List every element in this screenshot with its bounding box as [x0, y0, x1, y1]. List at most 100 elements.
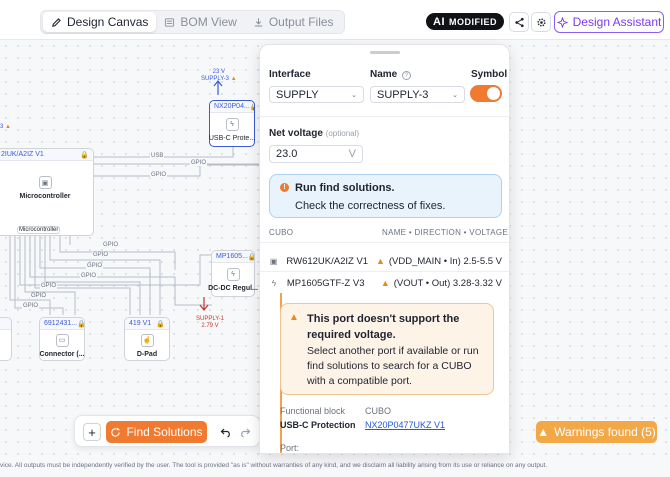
- wire-label-gpio: GPIO: [150, 172, 168, 178]
- functional-block-label: Functional block: [280, 406, 346, 416]
- bolt-icon: ϟ: [226, 268, 240, 281]
- name-label: Name ?: [370, 69, 412, 80]
- ai-badge-ai: AI: [433, 15, 445, 28]
- ai-badge-text: MODIFIED: [449, 16, 497, 27]
- supply-1-label[interactable]: SUPPLY-1 2.79 V: [196, 316, 224, 330]
- design-assistant-button[interactable]: Design Assistant: [554, 11, 664, 33]
- name-select[interactable]: SUPPLY-3 ⌄: [370, 86, 465, 103]
- share-button[interactable]: [509, 12, 529, 32]
- warning-icon: ▲: [375, 256, 385, 266]
- chip-icon: ▣: [269, 256, 278, 266]
- warning-icon: ▲: [537, 425, 550, 439]
- node-label: D-Pad: [136, 350, 158, 358]
- functional-block-value: USB-C Protection: [280, 420, 356, 430]
- interface-label: Interface: [269, 69, 311, 80]
- design-assistant-label: Design Assistant: [572, 15, 662, 29]
- edge-supply-text: 3: [0, 124, 4, 130]
- download-icon: [254, 17, 263, 26]
- warnings-label: Warnings found (5): [554, 425, 656, 439]
- tab-label: Design Canvas: [67, 15, 149, 29]
- connector-node[interactable]: 6912431... 🔒 ▭ Connector (...: [39, 317, 85, 361]
- node-part-number: 2IUK/A2IZ V1: [1, 151, 44, 158]
- tab-output-files[interactable]: Output Files: [245, 12, 342, 32]
- wire-label-gpio: GPIO: [30, 293, 48, 299]
- run-find-solutions-notice: ! Run find solutions. Check the correctn…: [269, 174, 502, 218]
- divider: [260, 116, 509, 117]
- node-header: 🔒: [0, 318, 11, 330]
- interface-value: SUPPLY: [276, 88, 319, 101]
- tab-design-canvas[interactable]: Design Canvas: [43, 12, 157, 32]
- lock-icon: 🔒: [156, 320, 165, 328]
- toggle-knob: [487, 87, 500, 100]
- supply-3-voltage: 23 V: [212, 69, 225, 75]
- undo-button[interactable]: [219, 425, 233, 439]
- node-body: ▭ Connector (...: [39, 330, 85, 361]
- list-item[interactable]: ▣ RW612UK/A2IZ V1 ▲(VDD_MAIN • In) 2.5-5…: [269, 251, 502, 271]
- net-voltage-input[interactable]: 23.0 V: [269, 145, 363, 163]
- redo-icon: [241, 428, 251, 438]
- tab-bom-view[interactable]: BOM View: [156, 12, 244, 32]
- undo-icon: [220, 428, 230, 438]
- node-label: DC-DC Regul...: [208, 285, 258, 292]
- supply-1-name: SUPPLY-1: [196, 316, 225, 322]
- wire-label-usb: USB: [150, 153, 165, 159]
- settings-button[interactable]: [531, 12, 551, 32]
- cubo-link[interactable]: NX20P0477UKZ V1: [365, 420, 446, 430]
- sparkle-icon: [556, 16, 568, 28]
- dpad-node[interactable]: 419 V1 🔒 ☝ D-Pad: [124, 317, 170, 361]
- notice-title: Run find solutions.: [295, 182, 395, 194]
- connector-icon: ▭: [55, 333, 69, 347]
- warnings-button[interactable]: ▲ Warnings found (5): [536, 421, 657, 443]
- node-label: Microcontroller: [19, 193, 71, 200]
- warning-icon: ▲: [380, 278, 390, 288]
- view-tabs: Design Canvas BOM View Output Files: [40, 10, 345, 34]
- node-body: ϟ USB-C Prote...: [209, 113, 255, 147]
- interface-select[interactable]: SUPPLY ⌄: [269, 86, 364, 103]
- notice-body: Check the correctness of fixes.: [295, 200, 446, 212]
- supply-1-voltage: 2.79 V: [201, 323, 219, 329]
- voltage-warning-box: ▲ This port doesn't support the required…: [280, 303, 494, 395]
- dcdc-regulator-node[interactable]: MP1605... 🔒 ϟ DC-DC Regul...: [208, 250, 258, 297]
- lock-icon: 🔒: [248, 253, 254, 261]
- port-detail-text: (VDD_MAIN • In) 2.5-5.5 V: [388, 255, 502, 267]
- chip-icon: ▣: [38, 176, 52, 189]
- share-icon: [514, 17, 524, 27]
- wire-label-gpio: GPIO: [86, 263, 104, 269]
- divider: [260, 242, 509, 243]
- supply-3-name: SUPPLY-3: [201, 76, 230, 82]
- net-voltage-value: 23.0: [276, 148, 298, 160]
- wire-label-gpio: GPIO: [92, 252, 110, 258]
- offscreen-node[interactable]: 🔒: [0, 317, 12, 361]
- mcu-port-group[interactable]: Microcontroller: [17, 226, 61, 234]
- cubo-name: RW612UK/A2IZ V1: [286, 255, 369, 267]
- supply-3-label[interactable]: 23 V SUPPLY-3 ▲: [201, 69, 237, 83]
- node-header: 2IUK/A2IZ V1 🔒: [0, 149, 93, 161]
- find-solutions-label: Find Solutions: [126, 425, 203, 439]
- wire-label-gpio: GPIO: [80, 273, 98, 279]
- find-solutions-button[interactable]: Find Solutions: [106, 421, 207, 443]
- name-label-text: Name: [370, 69, 398, 80]
- disclaimer-text: vice. All outputs must be independently …: [0, 460, 670, 477]
- help-icon[interactable]: ?: [402, 71, 412, 80]
- node-part-number: 6912431...: [44, 320, 78, 327]
- net-voltage-label-text: Net voltage: [269, 128, 323, 139]
- net-voltage-label: Net voltage (optional): [269, 128, 359, 139]
- column-header-detail: NAME • DIRECTION • VOLTAGE: [382, 228, 509, 237]
- list-item[interactable]: ϟ MP1605GTF-Z V3 ▲(VOUT • Out) 3.28-3.32…: [269, 273, 502, 293]
- redo-button[interactable]: [238, 425, 252, 439]
- node-body: ▣ Microcontroller: [0, 161, 93, 215]
- add-block-button[interactable]: +: [83, 423, 101, 441]
- net-voltage-unit: V: [348, 148, 356, 160]
- node-header: NX20P04... 🔒: [210, 101, 254, 113]
- symbol-label: Symbol: [471, 69, 508, 80]
- wire-label-gpio: GPIO: [40, 283, 58, 289]
- usbc-protection-node[interactable]: NX20P04... 🔒 ϟ USB-C Prote...: [209, 100, 255, 147]
- microcontroller-node[interactable]: 2IUK/A2IZ V1 🔒 ▣ Microcontroller: [0, 148, 94, 236]
- drag-handle[interactable]: [370, 51, 400, 54]
- node-header: 6912431... 🔒: [40, 318, 84, 330]
- node-body: ϟ DC-DC Regul...: [208, 263, 258, 297]
- lock-icon: 🔒: [250, 103, 254, 111]
- symbol-toggle[interactable]: [470, 85, 502, 102]
- top-bar: Design Canvas BOM View Output Files AI M…: [0, 0, 670, 40]
- node-part-number: MP1605...: [216, 253, 248, 260]
